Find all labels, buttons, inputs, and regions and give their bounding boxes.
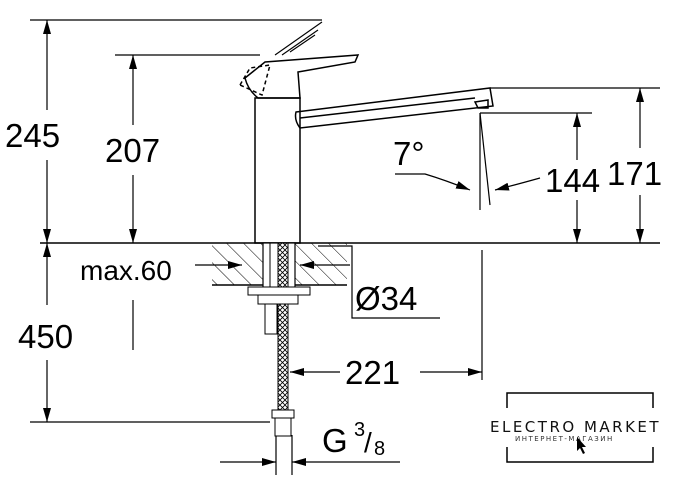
thread-denominator: 8	[374, 438, 385, 460]
dimension-spout-angle: 7°	[393, 135, 425, 172]
extension-lines	[30, 19, 660, 244]
watermark-logo: ELECTRO MARKET ИНТЕРНЕТ-МАГАЗИН	[490, 392, 661, 463]
dimension-spout-outer-height: 171	[607, 155, 662, 192]
watermark-subtitle: ИНТЕРНЕТ-МАГАЗИН	[515, 435, 614, 443]
dimension-hose-length: 450	[18, 318, 73, 355]
cursor-icon	[577, 437, 586, 454]
dimension-lever-height: 207	[105, 132, 160, 169]
countertop-section	[212, 242, 347, 437]
dimension-total-height: 245	[5, 117, 60, 154]
dimension-hole-diameter: Ø34	[355, 280, 417, 317]
dimension-spout-reach: 221	[345, 354, 400, 391]
thread-numerator: 3	[354, 419, 365, 441]
dimension-connection-thread: G	[322, 422, 348, 459]
thread-slash: /	[364, 427, 372, 458]
watermark-title: ELECTRO MARKET	[490, 418, 661, 436]
dimension-lines	[30, 20, 644, 475]
dimension-max-countertop: max.60	[80, 255, 172, 286]
faucet-body	[238, 21, 494, 244]
dimension-spout-outlet-height: 144	[545, 162, 600, 199]
